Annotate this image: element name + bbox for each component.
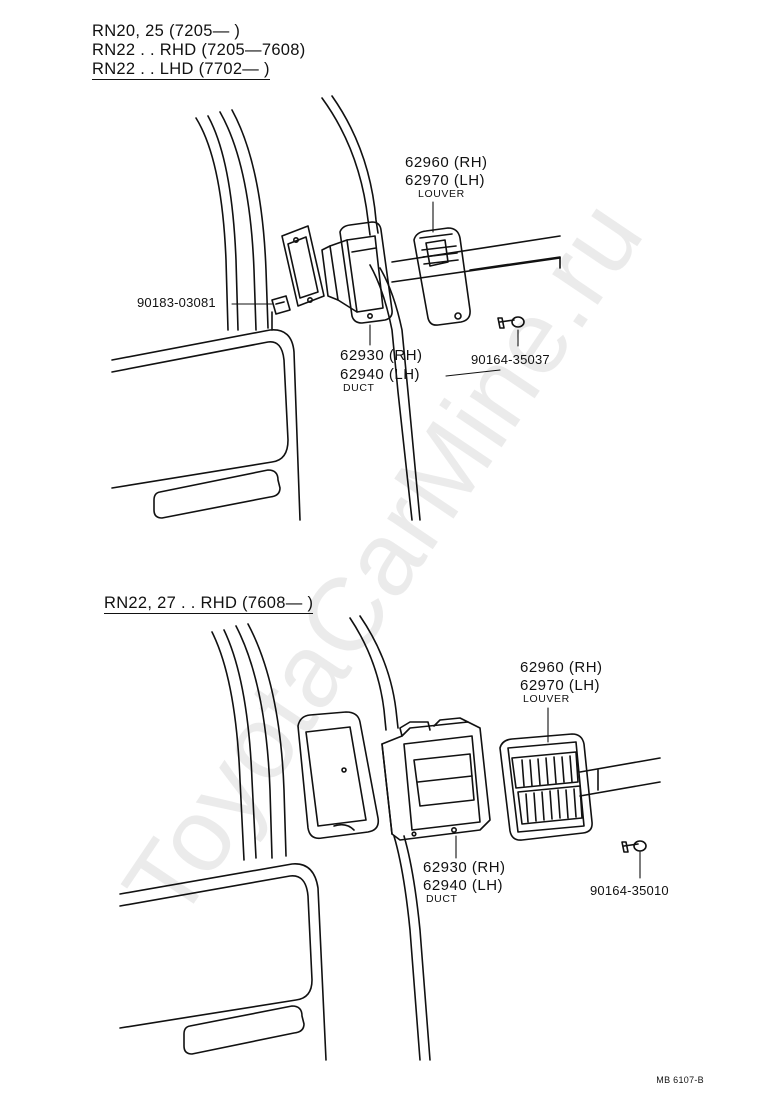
top-louver-part-rh: 62960 (RH) — [405, 154, 488, 171]
top-screw — [497, 316, 525, 329]
top-header-line-2: RN22 . . RHD (7205—7608) — [92, 41, 306, 59]
bottom-louver-name: LOUVER — [523, 693, 570, 705]
bottom-screw — [621, 840, 647, 853]
top-gasket — [281, 225, 325, 307]
top-leader-lines — [231, 201, 519, 377]
top-clip — [271, 295, 291, 315]
top-louver-name: LOUVER — [418, 188, 465, 200]
top-header-line-3: RN22 . . LHD (7702— ) — [92, 60, 270, 80]
bottom-duct-part-rh: 62930 (RH) — [423, 859, 506, 876]
bottom-header: RN22, 27 . . RHD (7608— ) — [104, 594, 314, 614]
bottom-duct — [381, 717, 491, 841]
bottom-leader-lines — [455, 707, 641, 879]
bottom-duct-name: DUCT — [426, 893, 458, 905]
top-body-panel — [111, 95, 561, 521]
drawing-code: MB 6107-B — [656, 1075, 704, 1085]
bottom-duct-part-lh: 62940 (LH) — [423, 877, 504, 894]
top-louver — [413, 227, 471, 326]
top-duct — [321, 221, 393, 324]
top-louver-part-lh: 62970 (LH) — [405, 172, 486, 189]
top-header-line-1: RN20, 25 (7205— ) — [92, 22, 241, 40]
top-duct-part-lh: 62940 (LH) — [340, 366, 421, 383]
top-screw-part: 90164-35037 — [471, 352, 550, 367]
top-clip-part: 90183-03081 — [137, 295, 216, 310]
bottom-louver-part-lh: 62970 (LH) — [520, 677, 601, 694]
bottom-body-panel — [119, 615, 661, 1061]
bottom-gasket — [297, 711, 380, 840]
top-duct-part-rh: 62930 (RH) — [340, 347, 423, 364]
bottom-screw-part: 90164-35010 — [590, 883, 669, 898]
bottom-louver-part-rh: 62960 (RH) — [520, 659, 603, 676]
bottom-louver — [499, 733, 593, 841]
top-duct-name: DUCT — [343, 382, 375, 394]
